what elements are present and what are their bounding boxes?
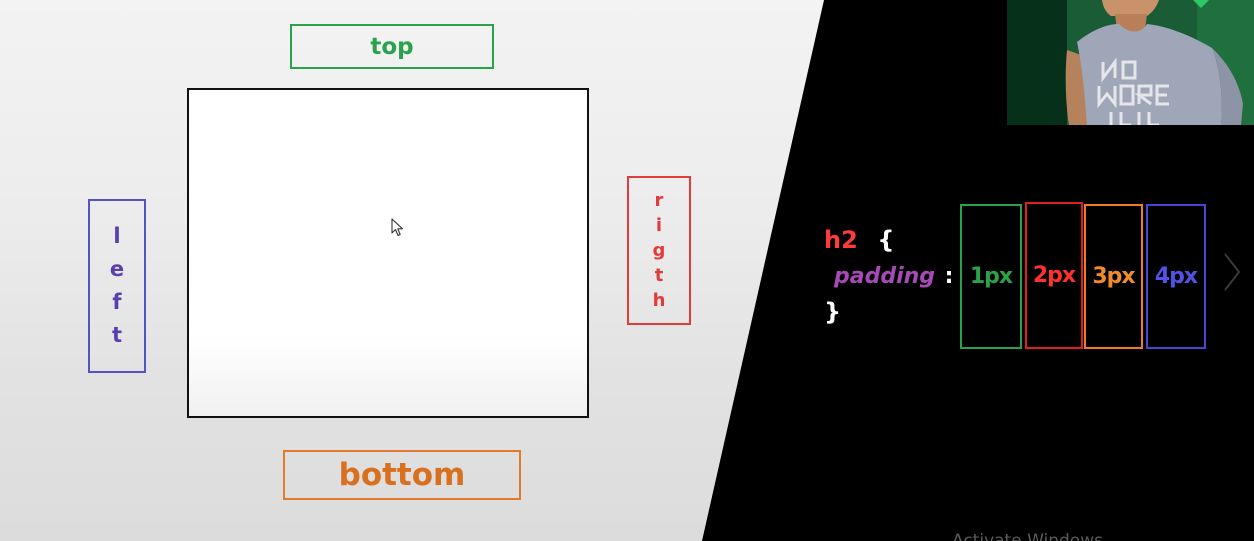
padding-value-top: 1px <box>960 204 1022 349</box>
bottom-label-box: bottom <box>283 450 521 500</box>
padding-value-text: 4px <box>1154 264 1198 289</box>
code-line-selector: h2 { <box>824 226 894 254</box>
mouse-pointer-icon <box>391 218 404 237</box>
content-box <box>187 88 589 418</box>
right-label-box: r i g t h <box>627 176 691 325</box>
activate-windows-watermark: Activate Windows <box>952 531 1103 541</box>
padding-value-right: 2px <box>1025 202 1083 349</box>
code-line-property: padding : <box>834 264 953 289</box>
right-letter: g <box>652 240 666 261</box>
bottom-label: bottom <box>338 457 466 493</box>
webcam-overlay <box>1007 0 1254 125</box>
css-colon: : <box>944 264 954 289</box>
open-brace: { <box>877 226 895 254</box>
padding-value-bottom: 3px <box>1084 204 1143 349</box>
top-label-box: top <box>290 24 494 69</box>
css-property: padding <box>834 264 936 289</box>
code-line-close: } <box>824 298 841 326</box>
chevron-right-icon[interactable] <box>1221 250 1245 294</box>
padding-value-text: 2px <box>1032 263 1076 288</box>
right-letter: r <box>654 190 664 211</box>
left-letter: f <box>112 290 122 314</box>
padding-value-text: 1px <box>969 264 1013 289</box>
right-letter: h <box>652 290 666 311</box>
padding-value-text: 3px <box>1092 264 1135 289</box>
presenter-video <box>1007 0 1254 125</box>
right-letter: i <box>655 215 663 236</box>
right-letter: t <box>654 265 664 286</box>
close-brace: } <box>824 298 842 326</box>
left-letter: e <box>109 257 125 281</box>
left-label-box: l e f t <box>88 199 146 373</box>
css-selector: h2 <box>824 226 858 254</box>
left-letter: l <box>113 224 121 248</box>
padding-value-left: 4px <box>1146 204 1206 349</box>
top-label: top <box>370 33 414 60</box>
left-letter: t <box>111 323 123 347</box>
